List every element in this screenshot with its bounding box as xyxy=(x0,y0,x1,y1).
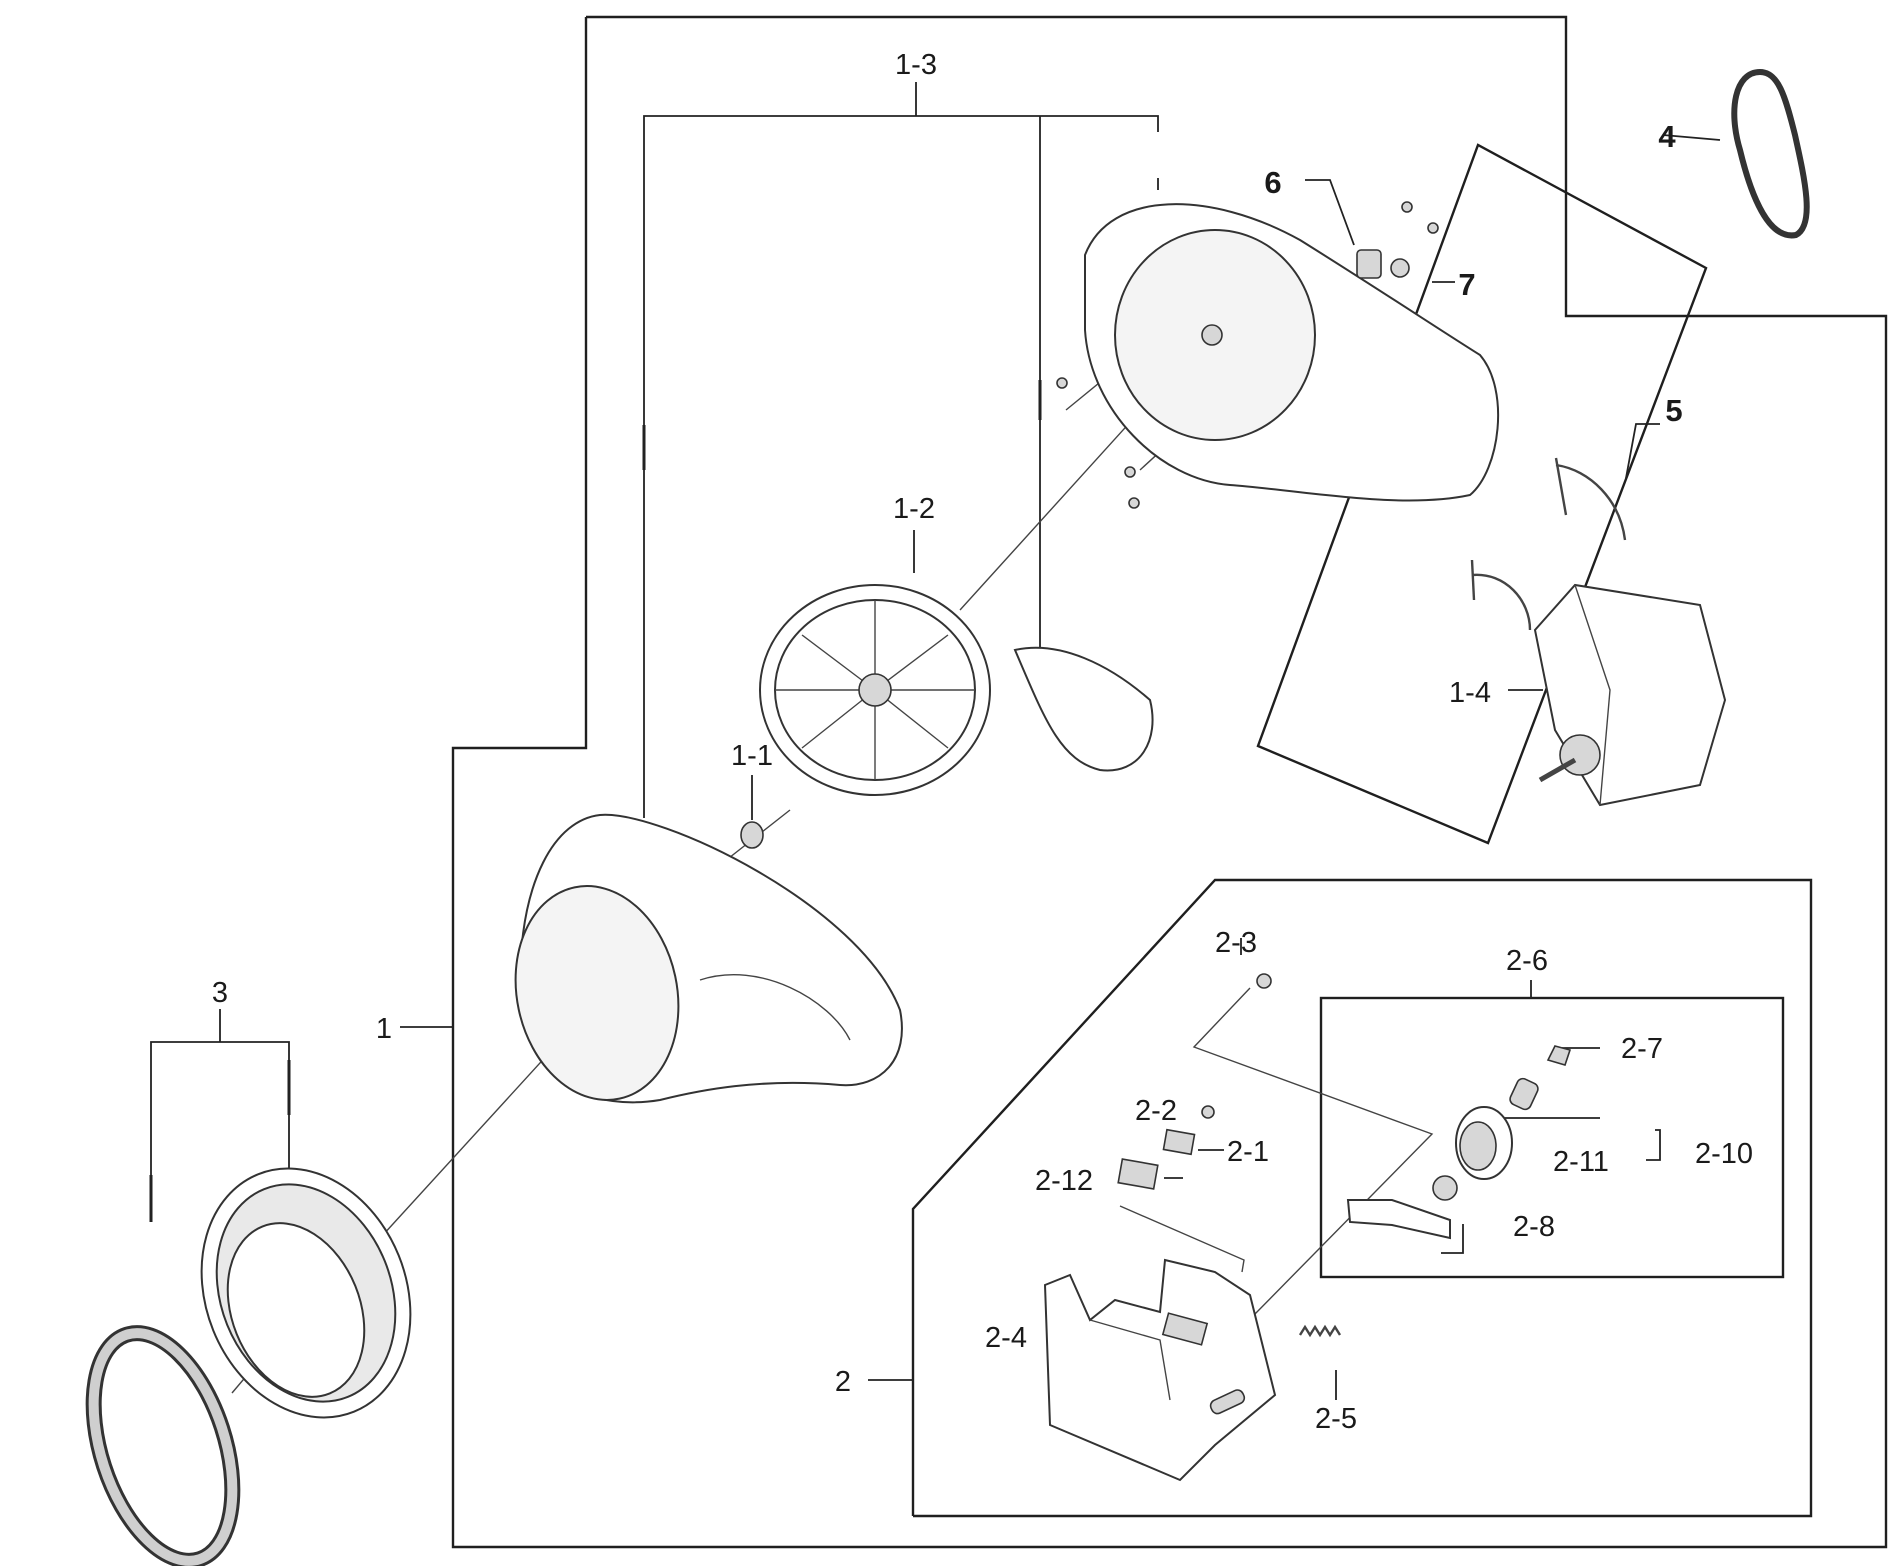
callout-2-2: 2-2 xyxy=(1135,1095,1177,1127)
callout-4: 4 xyxy=(1658,119,1676,154)
callout-2-8: 2-8 xyxy=(1513,1211,1555,1243)
tension-spring xyxy=(1298,1324,1342,1338)
callout-1-1: 1-1 xyxy=(731,740,773,772)
seal-ring xyxy=(85,1325,241,1566)
callout-1: 1 xyxy=(376,1013,392,1045)
callout-6: 6 xyxy=(1264,165,1281,200)
callout-2-6: 2-6 xyxy=(1506,945,1548,977)
motor-mount-bracket xyxy=(1043,1258,1277,1482)
duct-piece xyxy=(1013,646,1154,772)
assembly-2-6-frame xyxy=(1319,996,1785,1279)
bracket-3 xyxy=(149,1009,291,1222)
bracket-1-3 xyxy=(642,82,1159,818)
callout-2-3: 2-3 xyxy=(1215,927,1257,959)
blower-fan-wheel xyxy=(759,584,991,796)
idler-arm xyxy=(1346,1175,1458,1240)
callout-2-10: 2-10 xyxy=(1695,1138,1753,1170)
assembly-1-frame xyxy=(451,15,1888,1549)
callout-2-4: 2-4 xyxy=(985,1322,1027,1354)
callout-1-2: 1-2 xyxy=(893,493,935,525)
rear-blower-housing xyxy=(1084,203,1500,502)
callout-2-12: 2-12 xyxy=(1035,1165,1093,1197)
assembly-2-frame xyxy=(911,878,1813,1518)
callout-3: 3 xyxy=(212,977,228,1009)
callout-5: 5 xyxy=(1665,393,1682,428)
nut-part xyxy=(740,821,764,849)
motor-clips xyxy=(1470,457,1627,631)
callout-2: 2 xyxy=(835,1366,851,1398)
idler-pulley xyxy=(1455,1045,1572,1180)
small-fastener-parts xyxy=(1056,201,1439,1119)
callout-1-4: 1-4 xyxy=(1449,677,1491,709)
callout-2-7: 2-7 xyxy=(1621,1033,1663,1065)
inlet-housing xyxy=(200,1167,412,1419)
callout-2-1: 2-1 xyxy=(1227,1136,1269,1168)
callout-7: 7 xyxy=(1458,267,1475,302)
callout-2-5: 2-5 xyxy=(1315,1403,1357,1435)
front-blower-housing xyxy=(514,813,903,1104)
callout-2-11: 2-11 xyxy=(1553,1146,1609,1178)
drive-motor xyxy=(1533,583,1727,807)
drive-belt xyxy=(1731,68,1810,239)
callout-1-3: 1-3 xyxy=(895,49,937,81)
switch-parts xyxy=(1117,1128,1196,1190)
leader-lines xyxy=(231,134,1721,1400)
